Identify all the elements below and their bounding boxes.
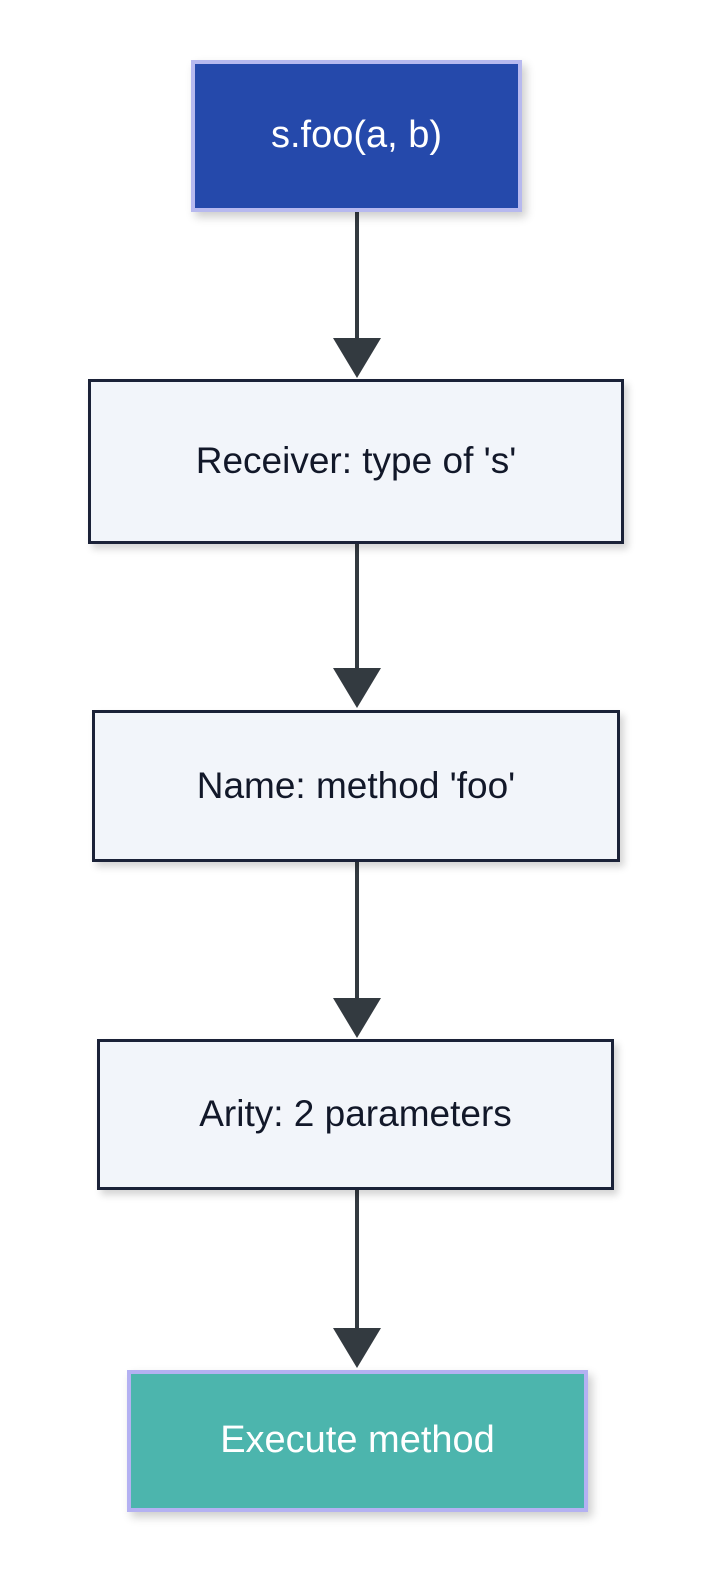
edge-start-to-receiver xyxy=(333,212,381,378)
node-arity[interactable]: Arity: 2 parameters xyxy=(97,1039,614,1190)
node-label-receiver: Receiver: type of 's' xyxy=(195,440,517,482)
node-label-execute-method: Execute method xyxy=(220,1419,495,1462)
node-start-method-call[interactable]: s.foo(a, b) xyxy=(191,60,522,212)
edge-arity-to-finish xyxy=(333,1190,381,1368)
node-label-arity: Arity: 2 parameters xyxy=(199,1093,512,1135)
edge-receiver-to-name xyxy=(333,544,381,708)
edge-name-to-arity xyxy=(333,862,381,1038)
node-method-name[interactable]: Name: method 'foo' xyxy=(92,710,620,862)
node-label-start: s.foo(a, b) xyxy=(270,114,443,157)
node-label-method-name: Name: method 'foo' xyxy=(196,764,516,806)
node-execute-method[interactable]: Execute method xyxy=(127,1370,588,1512)
node-receiver[interactable]: Receiver: type of 's' xyxy=(88,379,624,544)
